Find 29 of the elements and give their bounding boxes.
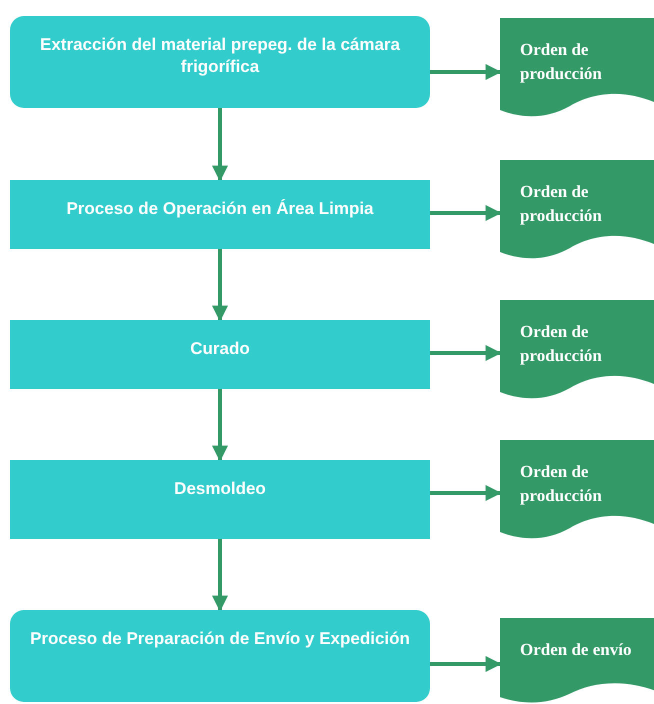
document-label: Orden de producción [520,461,603,507]
process-label: Desmoldeo [174,478,266,500]
process-label: Curado [190,338,250,360]
process-box [10,610,430,702]
process-label: Proceso de Operación en Área Limpia [66,198,374,220]
arrow [430,345,502,361]
arrow [212,539,228,612]
arrow [430,64,502,80]
document-shape [500,618,654,704]
arrow [430,205,502,221]
arrow [212,249,228,322]
document-shape [500,440,654,540]
process-box [10,16,430,108]
document-label: Orden de producción [520,321,603,367]
document-shape [500,18,654,118]
document-label: Orden de producción [520,39,603,85]
document-label: Orden de producción [520,181,603,227]
process-label: Proceso de Preparación de Envío y Expedición [30,628,410,650]
arrow [212,108,228,182]
document-label: Orden de envío [520,639,632,661]
process-label: Extracción del material prepeg. de la cámara frigorífica [39,34,401,78]
arrow [212,389,228,462]
document-shape [500,160,654,260]
document-shape [500,300,654,400]
process-box [10,460,430,539]
arrow [430,485,502,501]
arrow [430,656,502,672]
process-box [10,320,430,389]
process-box [10,180,430,249]
